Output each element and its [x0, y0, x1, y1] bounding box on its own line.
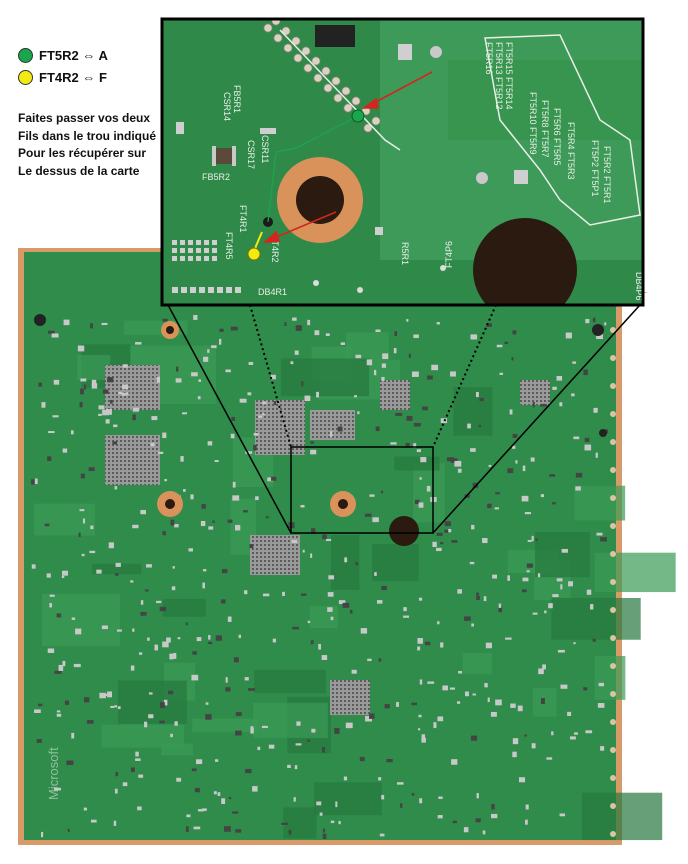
label-db4r1: DB4R1	[258, 287, 287, 297]
label-ft5r2: FT5R2 FT5R1	[602, 146, 612, 204]
label-db4p6: DB4P6	[634, 272, 644, 301]
instruction-line: Pour les récupérer sur	[18, 146, 147, 160]
label-ft5r8: FT5R8 FT5R7	[540, 100, 550, 158]
header-pins	[263, 19, 381, 133]
instruction-line: Fils dans le trou indiqué	[18, 128, 157, 143]
instructions-note: Faites passer vos deux Fils dans le trou…	[18, 110, 168, 180]
arrow-to-ft5r2	[371, 71, 433, 105]
label-ft5r13: FT5R13 FT5R12	[494, 42, 504, 110]
arrow-to-ft4r2	[273, 211, 337, 239]
label-csr11: CSR11	[260, 135, 270, 163]
marker-ft5r2	[351, 109, 365, 123]
label-r5r1: R5R1	[400, 242, 410, 265]
label-ft4r1: FT4R1	[238, 205, 248, 233]
instruction-line: Faites passer vos deux	[18, 111, 151, 125]
zoom-frame	[160, 17, 645, 307]
label-csr17: CSR17	[246, 140, 256, 169]
legend-item-ft4r2: FT4R2 ⇔ F	[18, 66, 108, 88]
board-hole	[389, 516, 419, 546]
label-ft4r2: FT4R2	[270, 235, 280, 263]
label-fb5r2: FB5R2	[202, 172, 230, 182]
label-ft4p6: FT4P6	[444, 241, 454, 268]
label-ft5r15: FT5R15 FT5R14	[504, 42, 514, 110]
wire-green	[267, 115, 359, 223]
zoom-large-hole	[473, 218, 577, 305]
label-ft5r4: FT5R4 FT5R3	[566, 122, 576, 180]
label-ft5p2: FT5P2 FT5P1	[590, 140, 600, 197]
legend: FT5R2 ⇔ A FT4R2 ⇔ F	[18, 44, 108, 88]
legend-label: FT4R2 ⇔ F	[39, 69, 107, 85]
label-fb5r1: FB5R1	[232, 85, 242, 113]
instruction-line: Le dessus de la carte	[18, 163, 140, 178]
label-ft5r16: FT5R16	[484, 42, 494, 75]
zoom-content: CSR14 FB5R1 FB5R2 CSR17 CSR11 FT4R1 FT4R…	[172, 19, 644, 305]
selection-box	[290, 446, 434, 534]
marker-ft4r2	[247, 247, 261, 261]
arrows	[262, 71, 433, 243]
projection-lines	[167, 304, 641, 534]
label-ft5r10: FT5R10 FT5R9	[528, 92, 538, 155]
zoom-callout: CSR14 FB5R1 FB5R2 CSR17 CSR11 FT4R1 FT4R…	[160, 17, 645, 307]
microsoft-silkscreen: Microsoft	[46, 747, 61, 800]
bottom-left-header	[172, 240, 241, 293]
green-dot-icon	[18, 47, 33, 63]
label-csr14: CSR14	[222, 92, 232, 121]
motherboard: Microsoft	[18, 248, 676, 845]
zoom-capacitor	[214, 148, 234, 164]
legend-item-ft5r2: FT5R2 ⇔ A	[18, 44, 108, 66]
legend-label: FT5R2 ⇔ A	[39, 47, 108, 63]
board-components	[31, 315, 676, 841]
label-ft5r6: FT5R6 FT5R5	[552, 108, 562, 166]
yellow-dot-icon	[18, 69, 33, 85]
label-ft4r5: FT4R5	[224, 232, 234, 260]
